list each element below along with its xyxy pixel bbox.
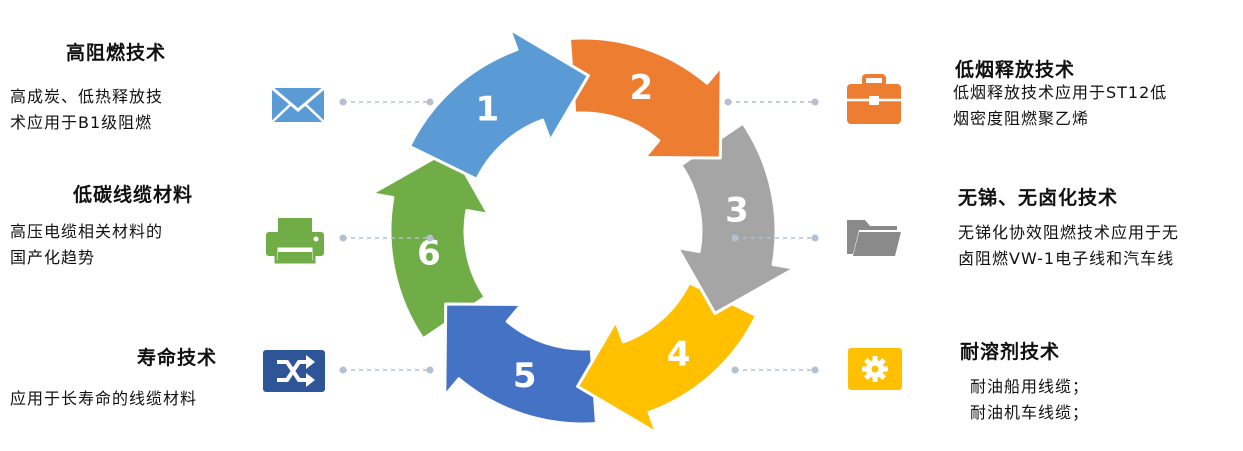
printer-icon — [266, 218, 324, 264]
step-number-4: 4 — [667, 335, 691, 375]
gear-icon — [848, 348, 902, 390]
cycle-arrow-3 — [676, 121, 797, 315]
step-number-6: 6 — [417, 234, 441, 274]
shuffle-icon — [263, 350, 325, 392]
cycle-arrow-6 — [369, 147, 490, 341]
step-number-2: 2 — [629, 68, 653, 108]
connector-dot — [724, 98, 732, 106]
connector-dot — [811, 366, 819, 374]
step-number-5: 5 — [513, 356, 537, 396]
cycle-arrow-2 — [568, 36, 723, 160]
briefcase-icon — [847, 74, 901, 124]
connector-dot — [339, 234, 347, 242]
step-6-desc: 高压电缆相关材料的 国产化趋势 — [10, 222, 164, 267]
connector-dot — [426, 366, 434, 374]
connector-dot — [811, 98, 819, 106]
step-2-desc: 低烟释放技术应用于ST12低 烟密度阻燃聚乙烯 — [953, 83, 1168, 128]
connector-dot — [811, 234, 819, 242]
folder-icon — [847, 220, 901, 256]
step-5-desc: 应用于长寿命的线缆材料 — [10, 389, 198, 408]
step-1-desc: 高成炭、低热释放技 术应用于B1级阻燃 — [10, 87, 164, 132]
connector-dot — [339, 366, 347, 374]
step-5-title: 寿命技术 — [137, 347, 218, 369]
step-number-3: 3 — [725, 190, 749, 230]
step-1-title: 高阻燃技术 — [66, 42, 167, 64]
connector-dot — [731, 366, 739, 374]
connector-dot — [426, 98, 434, 106]
cycle-arrow-1 — [408, 27, 590, 181]
step-number-1: 1 — [475, 90, 499, 130]
cycle-arrow-5 — [443, 302, 598, 426]
envelope-icon — [271, 86, 325, 123]
step-3-desc: 无锑化协效阻燃技术应用于无 卤阻燃VW-1电子线和汽车线 — [958, 223, 1180, 268]
step-4-title: 耐溶剂技术 — [960, 341, 1061, 363]
connector-dot — [731, 234, 739, 242]
connector-dot — [339, 98, 347, 106]
step-4-desc: 耐油船用线缆； 耐油机车线缆； — [970, 377, 1090, 422]
step-3-title: 无锑、无卤化技术 — [958, 187, 1119, 209]
step-2-title: 低烟释放技术 — [955, 59, 1076, 81]
connector-dot — [426, 234, 434, 242]
step-6-title: 低碳线缆材料 — [73, 184, 194, 206]
cycle-arrow-4 — [576, 281, 758, 435]
